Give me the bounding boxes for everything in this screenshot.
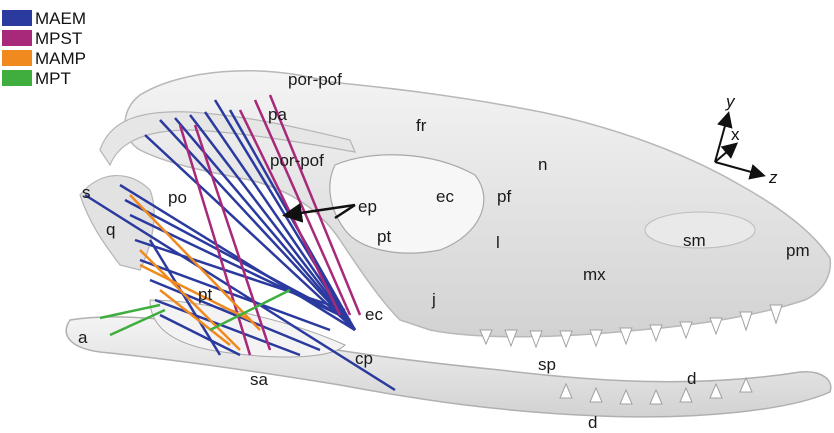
legend-item-maem: MAEM [2,9,86,28]
label-d-lower: d [588,413,597,432]
label-sp: sp [538,355,556,374]
label-pt-upper: pt [377,227,391,246]
label-n: n [538,155,547,174]
label-ec-lower: ec [365,305,383,324]
quadrate-region [80,176,154,270]
label-por-pof-top: por-pof [288,70,342,89]
legend-item-mpst: MPST [2,29,82,48]
z-axis-arrow [715,162,762,175]
legend-label-mpst: MPST [35,29,82,48]
label-ep: ep [358,197,377,216]
label-ec-upper: ec [436,187,454,206]
axis-label-x: x [731,125,740,144]
legend-swatch-mamp [2,50,32,66]
skull-render [66,71,831,417]
y-axis-arrow [715,115,728,162]
legend-label-maem: MAEM [35,9,86,28]
label-pa: pa [268,105,287,124]
label-s: s [82,183,91,202]
label-pt-lower: pt [198,285,212,304]
label-d-upper: d [687,369,696,388]
label-pf: pf [497,187,511,206]
label-fr: fr [416,116,427,135]
label-q: q [106,220,115,239]
label-pm: pm [786,241,810,260]
legend-label-mamp: MAMP [35,49,86,68]
legend-item-mpt: MPT [2,69,71,88]
legend-swatch-maem [2,10,32,26]
legend-item-mamp: MAMP [2,49,86,68]
axis-triad [715,115,762,175]
label-sa: sa [250,370,269,389]
legend-swatch-mpst [2,30,32,46]
label-a: a [78,328,88,347]
orbit-opening [330,155,484,253]
label-mx: mx [583,265,606,284]
legend: MAEM MPST MAMP MPT [2,9,86,88]
axis-label-z: z [768,168,778,187]
label-l: l [496,233,500,252]
axis-label-y: y [725,92,736,111]
label-j: j [431,290,436,309]
label-por-pof-mid: por-pof [270,151,324,170]
legend-swatch-mpt [2,70,32,86]
label-cp: cp [355,349,373,368]
label-sm: sm [683,231,706,250]
legend-label-mpt: MPT [35,69,71,88]
label-po: po [168,188,187,207]
